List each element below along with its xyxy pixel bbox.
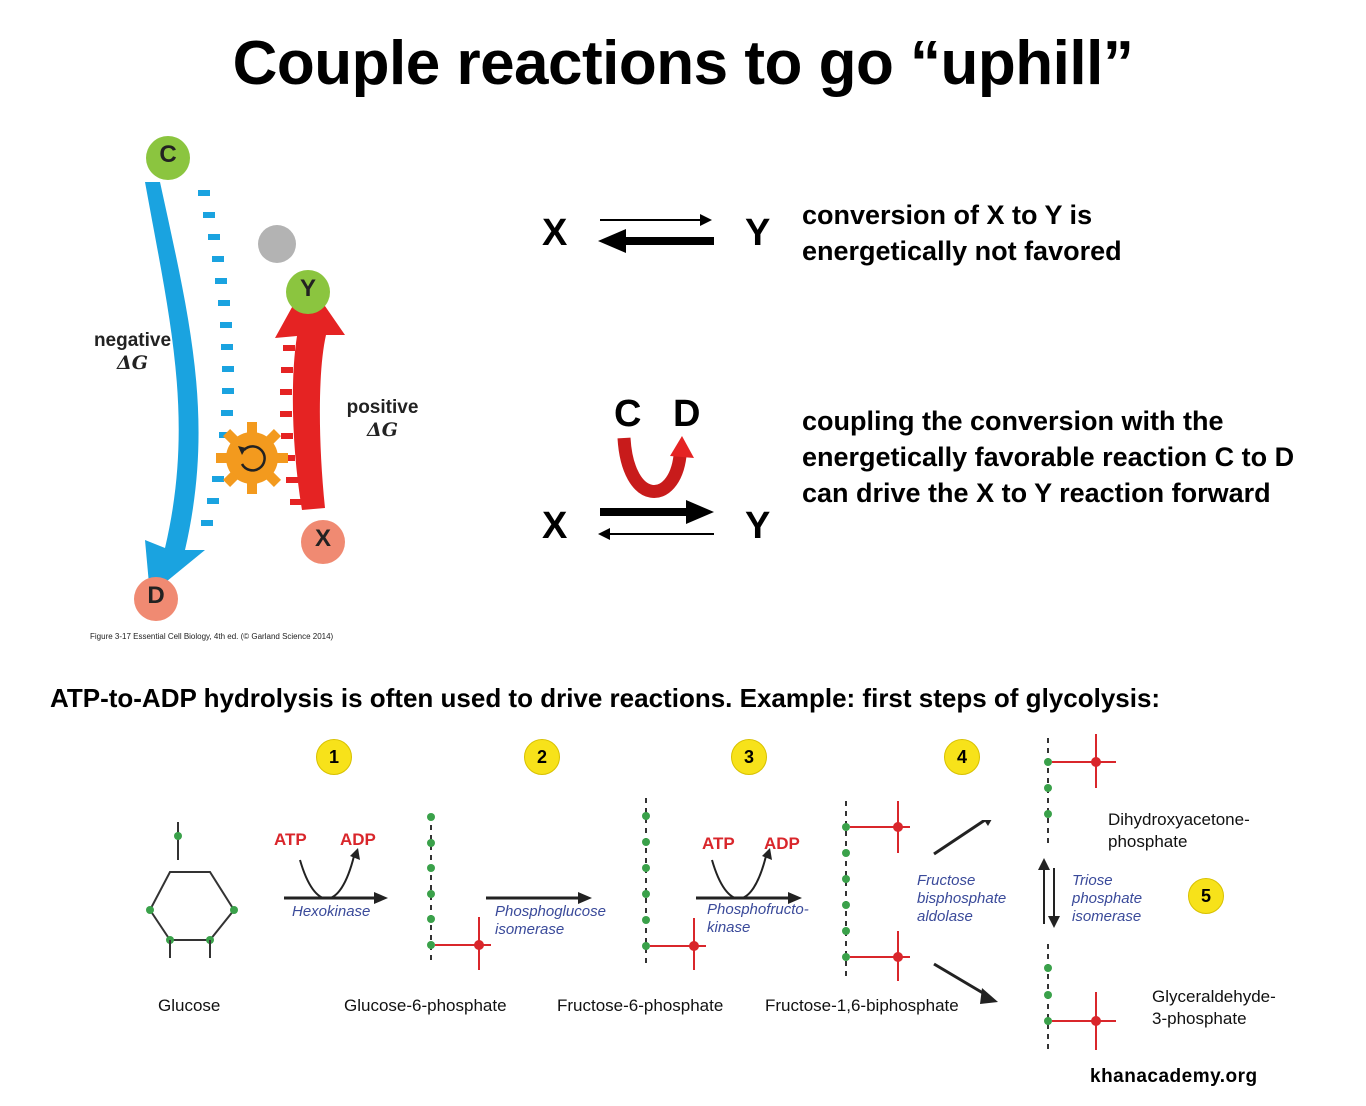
node-y-label: Y bbox=[299, 275, 316, 302]
reaction2-description: coupling the conversion with the energet… bbox=[802, 406, 1295, 508]
negative-dg-label: negative ΔG bbox=[93, 330, 172, 374]
dihydroxyacetone-phosphate-structure bbox=[1044, 734, 1116, 846]
reaction2-x: X bbox=[542, 505, 568, 547]
negative-dg-arrow bbox=[145, 182, 205, 595]
equilibrium-arrows-right-favored bbox=[598, 500, 714, 540]
equilibrium-arrows-left-favored bbox=[598, 214, 714, 253]
step-badge-2: 2 bbox=[524, 739, 560, 775]
coupled-arc-arrow bbox=[617, 436, 694, 498]
node-d-circle bbox=[134, 577, 178, 621]
fructose-1-6-biphosphate-structure bbox=[842, 801, 910, 981]
molecule-fructose-1-6-biphosphate: Fructose-1,6-biphosphate bbox=[765, 996, 959, 1015]
reaction1-x: X bbox=[542, 212, 568, 254]
reaction1-description: conversion of X to Y is energetically no… bbox=[802, 200, 1122, 266]
node-c-label: C bbox=[159, 141, 177, 168]
slide-title: Couple reactions to go “uphill” bbox=[232, 29, 1134, 98]
positive-dg-arrow bbox=[275, 280, 345, 510]
molecule-glucose: Glucose bbox=[158, 996, 221, 1015]
positive-dg-label: positive ΔG bbox=[346, 397, 419, 441]
product-dihydroxyacetone-phosphate: Dihydroxyacetone-phosphate bbox=[1108, 810, 1250, 851]
adp-label-1: ADP bbox=[340, 830, 376, 849]
node-x-circle bbox=[301, 520, 345, 564]
product-glyceraldehyde-3-phosphate: Glyceraldehyde-3-phosphate bbox=[1152, 987, 1276, 1028]
enzyme-phosphofructokinase: Phosphofructo-kinase bbox=[707, 901, 809, 936]
node-c-circle bbox=[146, 136, 190, 180]
node-x-label: X bbox=[314, 525, 331, 552]
reaction2-y: Y bbox=[745, 505, 771, 547]
source-credit: khanacademy.org bbox=[1090, 1066, 1258, 1087]
step-badge-1: 1 bbox=[316, 739, 352, 775]
coupled-c: C bbox=[614, 393, 642, 435]
step-badge-5: 5 bbox=[1188, 878, 1224, 914]
step-badge-3: 3 bbox=[731, 739, 767, 775]
figure-credit: Figure 3-17 Essential Cell Biology, 4th … bbox=[90, 632, 334, 641]
fructose-6-phosphate-structure bbox=[642, 798, 706, 970]
enzyme-hexokinase: Hexokinase bbox=[292, 903, 371, 920]
gray-dot bbox=[258, 225, 296, 263]
molecule-glucose-6-phosphate: Glucose-6-phosphate bbox=[344, 996, 507, 1015]
molecule-fructose-6-phosphate: Fructose-6-phosphate bbox=[557, 996, 724, 1015]
glyceraldehyde-3-phosphate-structure bbox=[1044, 944, 1116, 1050]
coupled-d: D bbox=[673, 393, 701, 435]
step-badge-4: 4 bbox=[944, 739, 980, 775]
glucose-6-phosphate-structure bbox=[427, 813, 491, 970]
glucose-structure bbox=[146, 822, 238, 958]
glycolysis-arrows bbox=[284, 820, 1060, 1004]
atp-label-1: ATP bbox=[274, 830, 307, 849]
node-y-circle bbox=[286, 270, 330, 314]
coupling-figure bbox=[134, 136, 345, 621]
red-arrow-teeth bbox=[280, 345, 302, 505]
atp-label-3: ATP bbox=[702, 834, 735, 853]
reaction1-y: Y bbox=[745, 212, 771, 254]
glycolysis-heading: ATP-to-ADP hydrolysis is often used to d… bbox=[50, 683, 1161, 713]
node-d-label: D bbox=[147, 582, 165, 609]
gear-icon bbox=[216, 422, 288, 494]
adp-label-3: ADP bbox=[764, 834, 800, 853]
